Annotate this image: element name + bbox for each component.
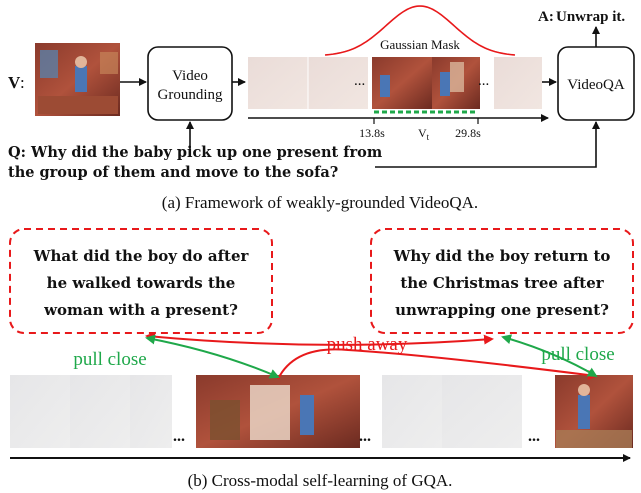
- question-left-line3: woman with a present?: [43, 301, 238, 319]
- pull-close-label-right: pull close: [541, 344, 614, 365]
- frames-ellipsis-right: ...: [478, 73, 489, 89]
- faded-frame-3: [494, 57, 542, 109]
- video-input-colon: :: [20, 73, 25, 92]
- video-grounding-label-line1: Video: [172, 68, 208, 84]
- answer-prefix: A:: [538, 9, 554, 25]
- answer-text: Unwrap it.: [556, 9, 625, 25]
- faded-frame-1: [248, 57, 308, 109]
- bottom-faded-frame-1: [10, 375, 70, 448]
- question-left-line2: he walked towards the: [47, 274, 236, 292]
- gaussian-mask-curve: [324, 5, 516, 56]
- video-input-label: V: [8, 73, 21, 92]
- pull-close-label-left: pull close: [73, 349, 146, 370]
- time-start-label: 13.8s: [359, 126, 385, 140]
- gaussian-mask-label: Gaussian Mask: [380, 37, 460, 52]
- bottom-faded-frame-4: [382, 375, 442, 448]
- question-right-line3: unwrapping one present?: [395, 301, 609, 319]
- pull-close-arrow-right: [501, 334, 598, 378]
- video-grounding-box: [147, 46, 233, 121]
- arrow-question-to-videoqa: [375, 121, 600, 168]
- vt-label: Vt: [418, 126, 430, 142]
- question-box-right: [370, 228, 634, 334]
- caption-b: (b) Cross-modal self-learning of GQA.: [188, 471, 453, 490]
- question-right-line2: the Christmas tree after: [400, 274, 604, 292]
- bottom-faded-frame-2: [70, 375, 130, 448]
- caption-a: (a) Framework of weakly-grounded VideoQA…: [162, 193, 478, 212]
- time-end-label: 29.8s: [455, 126, 481, 140]
- question-line2: the group of them and move to the sofa?: [8, 164, 338, 181]
- faded-frame-2: [308, 57, 368, 109]
- push-away-label: push away: [327, 334, 408, 355]
- bottom-ellipsis-2: ...: [359, 428, 371, 445]
- push-away-arrow-top: [145, 331, 494, 346]
- bottom-ellipsis-3: ...: [528, 428, 540, 445]
- question-right-line1: Why did the boy return to: [393, 247, 611, 265]
- grounded-frame-strip: [248, 57, 542, 109]
- question-box-left: [9, 228, 273, 334]
- question-line1: Q: Why did the baby pick up one present …: [8, 144, 383, 161]
- video-grounding-label-line2: Grounding: [158, 87, 223, 103]
- bottom-faded-frame-5: [442, 375, 522, 448]
- frames-ellipsis-left: ...: [354, 73, 365, 89]
- bottom-frame-strip: [10, 375, 633, 448]
- videoqa-label: VideoQA: [567, 77, 625, 93]
- bottom-faded-frame-3: [130, 375, 172, 448]
- bottom-ellipsis-1: ...: [173, 428, 185, 445]
- question-left-line1: What did the boy do after: [33, 247, 250, 265]
- input-video-thumbnail: [35, 43, 120, 116]
- pull-close-arrow-left: [145, 334, 280, 379]
